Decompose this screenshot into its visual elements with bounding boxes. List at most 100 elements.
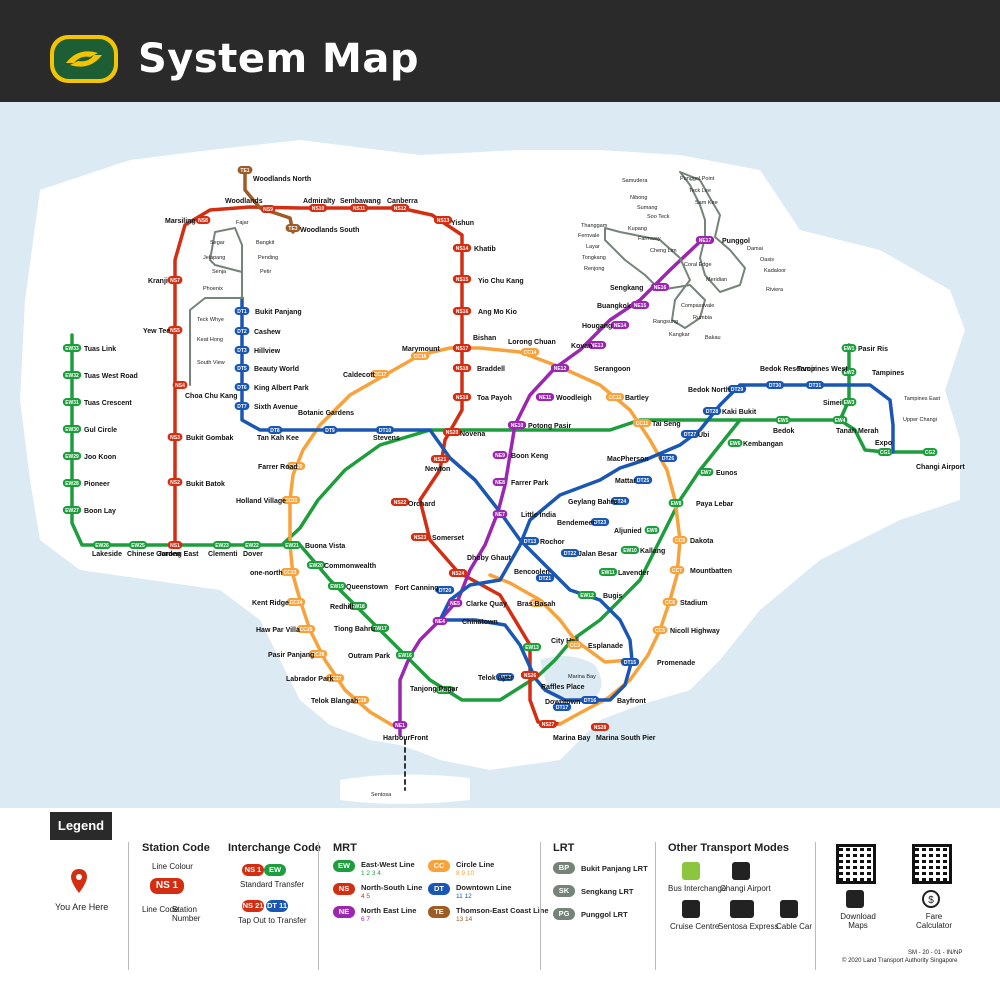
lrt-station-label[interactable]: Cheng Lim	[650, 248, 677, 254]
lrt-station-label[interactable]: Pending	[258, 255, 278, 261]
lrt-station-label[interactable]: Segar	[210, 240, 225, 246]
lrt-station-label[interactable]: Punggol Point	[680, 176, 715, 182]
lrt-station-label[interactable]: Tampines East	[904, 396, 941, 402]
lrt-station-label[interactable]: Phoenix	[203, 286, 223, 292]
lrt-station-label[interactable]: South View	[197, 360, 225, 366]
download-maps-qr-icon[interactable]	[836, 844, 876, 884]
lrt-station-label[interactable]: Soo Teck	[647, 214, 670, 220]
lrt-station-label[interactable]: Marina Bay	[568, 674, 596, 680]
lrt-station-label[interactable]: Renjong	[584, 266, 605, 272]
lrt-station-label[interactable]: Sumang	[637, 205, 658, 211]
lrt-station-label[interactable]: Jelapang	[203, 255, 225, 261]
lrt-station-label[interactable]: Oasis	[760, 257, 774, 263]
lrt-station-label[interactable]: Kupang	[628, 226, 647, 232]
lrt-station-label[interactable]: Kadaloor	[764, 268, 786, 274]
lrt-station-label[interactable]: Upper Changi	[903, 417, 937, 423]
lrt-station-label[interactable]: Damai	[747, 246, 763, 252]
lrt-station-label[interactable]: Fernvale	[578, 233, 599, 239]
lrt-station-label[interactable]: Rangsung	[653, 319, 678, 325]
lrt-station-label[interactable]: Compassvale	[681, 303, 714, 309]
lrt-station-label[interactable]: Meridian	[706, 277, 727, 283]
lrt-station-label[interactable]: Coral Edge	[684, 262, 712, 268]
lrt-station-label[interactable]: Fajar	[236, 220, 249, 226]
lrt-station-label[interactable]: Teck Lee	[689, 188, 711, 194]
lrt-station-label[interactable]: Farmway	[638, 236, 661, 242]
lrt-station-label[interactable]: Riviera	[766, 287, 784, 293]
lrt-station-label[interactable]: Layar	[586, 244, 600, 250]
